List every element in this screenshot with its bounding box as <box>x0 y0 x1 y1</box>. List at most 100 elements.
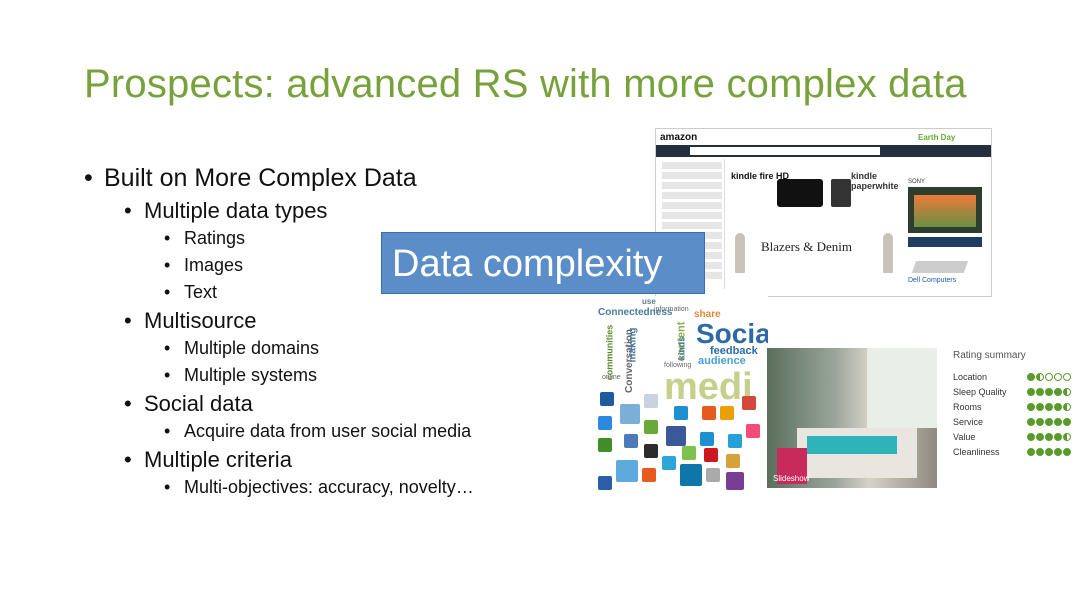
facebook-icon <box>666 426 686 446</box>
bullet-level3: •Text <box>84 279 474 306</box>
ad-banner <box>908 237 982 247</box>
bullet-list: •Built on More Complex Data •Multiple da… <box>84 160 474 501</box>
rating-row: Rooms <box>953 399 1072 414</box>
sony-label: SONY <box>908 179 926 185</box>
rating-bubble-icon <box>1054 402 1062 411</box>
rating-bubble-icon <box>1063 432 1071 441</box>
rating-bubble-icon <box>1045 387 1053 396</box>
rating-bubble-icon <box>1027 402 1035 411</box>
bullet-text: Multiple systems <box>184 365 318 385</box>
bullet-level3: • Multiple systems <box>84 362 474 389</box>
rating-bubble-icon <box>1063 417 1071 426</box>
rating-bubble-icon <box>1027 447 1035 456</box>
bullet-dot: • <box>164 477 171 497</box>
social-icon <box>624 434 638 448</box>
vimeo-icon <box>662 456 676 470</box>
cloud-word: making <box>627 327 639 363</box>
stumbleupon-icon <box>598 438 612 452</box>
bullet-level2: • Multisource <box>84 306 474 335</box>
rating-bubble-icon <box>1027 372 1035 381</box>
cloud-word: medi <box>664 366 753 408</box>
kindle-fire-label: kindle fire HD <box>731 171 790 181</box>
bullet-dot: • <box>164 365 171 385</box>
rating-bubble-icon <box>1063 372 1071 381</box>
social-icon <box>706 468 720 482</box>
sony-tv-ad <box>908 187 982 233</box>
rating-bubbles <box>1027 417 1072 426</box>
bullet-text: Multiple domains <box>184 338 320 358</box>
bullet-dot: • <box>164 338 171 358</box>
rating-label: Location <box>953 371 988 382</box>
rating-bubble-icon <box>1045 402 1053 411</box>
rating-bubble-icon <box>1063 447 1071 456</box>
rating-bubble-icon <box>1054 372 1062 381</box>
tablet-image <box>777 179 823 207</box>
rating-bubble-icon <box>1036 387 1044 396</box>
rating-bubble-icon <box>1036 372 1044 381</box>
bullet-level2: • Multiple data types <box>84 196 474 225</box>
bullet-level2: • Multiple criteria <box>84 445 474 474</box>
rating-bubble-icon <box>1036 432 1044 441</box>
social-icon <box>728 434 742 448</box>
amazon-header: amazon <box>656 129 991 145</box>
bullet-dot: • <box>164 255 171 275</box>
amazon-screenshot: amazon Earth Day kindle fire HD kindle p… <box>655 128 992 297</box>
social-icon <box>726 454 740 468</box>
cloud-word: feedback <box>710 345 758 357</box>
youtube-icon <box>704 448 718 462</box>
rating-bubble-icon <box>1054 432 1062 441</box>
bullet-text: Text <box>184 282 218 302</box>
bullet-dot: • <box>124 308 132 333</box>
rating-row: Location <box>953 369 1072 384</box>
slide-title: Prospects: advanced RS with more complex… <box>84 62 967 106</box>
bullet-dot: • <box>164 421 171 441</box>
rating-bubbles <box>1027 372 1072 381</box>
rating-bubble-icon <box>1036 402 1044 411</box>
rating-bubble-icon <box>1045 432 1053 441</box>
rating-bubble-icon <box>1054 417 1062 426</box>
social-icon <box>598 476 612 490</box>
bullet-dot: • <box>124 198 132 223</box>
slideshow-label: Slideshow <box>773 474 810 483</box>
hotel-room-photo: Slideshow <box>767 348 937 488</box>
social-icon <box>742 396 756 410</box>
bullet-text: Social data <box>144 391 253 416</box>
dell-label: Dell Computers <box>908 277 957 284</box>
bullet-level1: •Built on More Complex Data <box>84 160 474 196</box>
bullet-text: Multiple data types <box>144 198 328 223</box>
social-icon <box>644 420 658 434</box>
bullet-text: Images <box>184 255 244 275</box>
social-icon <box>702 406 716 420</box>
amazon-search-bar <box>690 147 880 155</box>
rating-row: Service <box>953 414 1072 429</box>
social-icon <box>642 468 656 482</box>
bullet-level3: •Multi-objectives: accuracy, novelty… <box>84 474 474 501</box>
rating-bubbles <box>1027 387 1072 396</box>
social-icon <box>644 444 658 458</box>
bullet-dot: • <box>124 447 132 472</box>
bullet-level3: • Images <box>84 252 474 279</box>
rating-bubble-icon <box>1045 417 1053 426</box>
cloud-word: share <box>694 309 721 320</box>
rating-bubble-icon <box>1054 447 1062 456</box>
social-icon <box>700 432 714 446</box>
ereader-image <box>831 179 851 207</box>
social-icon <box>746 424 760 438</box>
bullet-level3: • Multiple domains <box>84 335 474 362</box>
cloud-word: Connectedness <box>598 307 673 318</box>
social-icon <box>720 406 734 420</box>
bullet-level2: •Social data <box>84 389 474 418</box>
rating-bubble-icon <box>1045 447 1053 456</box>
rating-bubble-icon <box>1063 402 1071 411</box>
linkedin-icon <box>680 464 702 486</box>
bullet-level3: •Ratings <box>84 225 474 252</box>
bullet-text: Multiple criteria <box>144 447 292 472</box>
rating-bubbles <box>1027 402 1072 411</box>
bullet-text: Built on More Complex Data <box>104 164 417 192</box>
window <box>867 348 937 428</box>
bullet-text: Multisource <box>144 308 257 333</box>
model-image <box>735 233 745 273</box>
rating-bubbles <box>1027 432 1072 441</box>
